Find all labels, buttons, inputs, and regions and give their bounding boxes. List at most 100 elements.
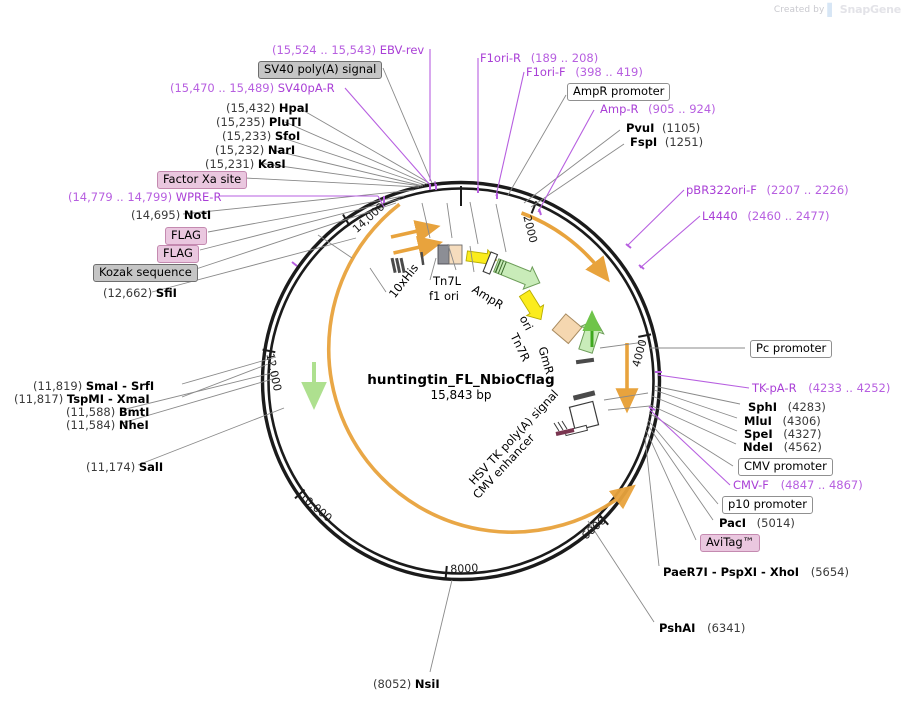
label-sali-name: SalI: [138, 460, 164, 474]
label-wpre-r-name: WPRE-R: [175, 190, 222, 204]
label-nari-pos: (15,232): [215, 143, 265, 157]
label-flag-1[interactable]: FLAG: [165, 227, 207, 245]
label-cmv-promoter[interactable]: CMV promoter: [738, 458, 833, 476]
label-sphi-pos: (4283): [787, 400, 826, 414]
label-fspi[interactable]: FspI (1251): [630, 136, 703, 149]
label-spei[interactable]: SpeI (4327): [744, 428, 822, 441]
orf-arcs: [326, 202, 639, 534]
label-ndei-pos: (4562): [783, 440, 822, 454]
label-amp-r[interactable]: Amp-R (905 .. 924): [600, 103, 716, 116]
label-pluti[interactable]: (15,235) PluTI: [216, 116, 302, 129]
label-ndei[interactable]: NdeI (4562): [743, 441, 822, 454]
label-f1ori-f-name: F1ori-F: [526, 65, 566, 79]
label-sv40pa-r-name: SV40pA-R: [277, 81, 335, 95]
label-pc-promoter[interactable]: Pc promoter: [750, 340, 833, 358]
label-hpai[interactable]: (15,432) HpaI: [226, 102, 309, 115]
label-sphi[interactable]: SphI (4283): [748, 401, 826, 414]
label-tspmi-xmai-name: TspMI - XmaI: [66, 392, 150, 406]
plasmid-name: huntingtin_FL_NbioCflag: [367, 372, 555, 388]
label-f1ori-f[interactable]: F1ori-F (398 .. 419): [526, 66, 643, 79]
label-tk-pa-r-name: TK-pA-R: [752, 381, 797, 395]
label-pshai-pos: (6341): [707, 621, 746, 635]
label-cmv-f[interactable]: CMV-F (4847 .. 4867): [733, 479, 863, 492]
feature-tn7r: [551, 313, 583, 345]
label-flag-2[interactable]: FLAG: [157, 245, 199, 263]
label-pbr322ori-f-range: (2207 .. 2226): [766, 183, 849, 197]
plasmid-title: huntingtin_FL_NbioCflag 15,843 bp: [367, 372, 555, 402]
label-pshai[interactable]: PshAI (6341): [659, 622, 745, 635]
label-wpre-r[interactable]: (14,779 .. 14,799) WPRE-R: [68, 191, 221, 204]
leader-lines-primer: [220, 49, 750, 486]
label-smai-srfi[interactable]: (11,819) SmaI - SrfI: [33, 380, 154, 393]
label-tspmi-xmai-pos: (11,817): [14, 392, 64, 406]
label-pluti-pos: (15,235): [216, 115, 266, 129]
label-paci-name: PacI: [719, 516, 746, 530]
label-nhei[interactable]: (11,584) NheI: [66, 419, 149, 432]
label-tspmi-xmai[interactable]: (11,817) TspMI - XmaI: [14, 393, 150, 406]
label-noti[interactable]: (14,695) NotI: [131, 209, 211, 222]
label-bmti-name: BmtI: [118, 405, 150, 419]
label-cmv-f-name: CMV-F: [733, 478, 769, 492]
ruler-ticks: [262, 186, 652, 579]
label-p10-promoter[interactable]: p10 promoter: [722, 496, 813, 514]
label-f1ori-r-name: F1ori-R: [480, 51, 522, 65]
feature-glyphs: [301, 244, 605, 437]
label-nhei-pos: (11,584): [66, 418, 116, 432]
label-pvui[interactable]: PvuI (1105): [626, 122, 700, 135]
label-smai-srfi-name: SmaI - SrfI: [85, 379, 155, 393]
label-sfii-name: SfiI: [155, 286, 177, 300]
label-avitag[interactable]: AviTag™: [700, 534, 761, 552]
label-kasi[interactable]: (15,231) KasI: [205, 158, 286, 171]
label-sv40-polya-signal[interactable]: SV40 poly(A) signal: [258, 61, 383, 79]
label-l4440[interactable]: L4440 (2460 .. 2477): [702, 210, 829, 223]
label-sv40pa-r-range: (15,470 .. 15,489): [170, 81, 275, 95]
label-pshai-name: PshAI: [659, 621, 696, 635]
label-f1ori-r[interactable]: F1ori-R (189 .. 208): [480, 52, 598, 65]
watermark-prefix: Created by: [773, 4, 825, 15]
label-mlui-name: MluI: [744, 414, 772, 428]
label-l4440-name: L4440: [702, 209, 738, 223]
label-ndei-name: NdeI: [743, 440, 773, 454]
label-ampr-promoter[interactable]: AmpR promoter: [567, 83, 671, 101]
feature-ampr-promoter-glyph: [482, 251, 499, 275]
leader-lines-gray: [121, 67, 745, 673]
label-ebv-rev-name: EBV-rev: [379, 43, 425, 57]
label-ebv-rev-range: (15,524 .. 15,543): [272, 43, 377, 57]
label-sfoi-name: SfoI: [274, 129, 301, 143]
label-nari[interactable]: (15,232) NarI: [215, 144, 295, 157]
label-sphi-name: SphI: [748, 400, 777, 414]
label-pvui-pos: (1105): [662, 121, 701, 135]
label-factor-xa-site[interactable]: Factor Xa site: [157, 171, 248, 189]
feature-ampr: [492, 258, 541, 291]
watermark-brand: SnapGene: [839, 3, 901, 16]
label-kozak-sequence[interactable]: Kozak sequence: [93, 264, 198, 282]
label-cmv-f-range: (4847 .. 4867): [780, 478, 863, 492]
label-sali[interactable]: (11,174) SalI: [86, 461, 163, 474]
label-nsii-name: NsiI: [414, 677, 440, 691]
snapgene-logo-icon: ▌: [827, 2, 837, 17]
label-paci-pos: (5014): [756, 516, 795, 530]
label-sfii[interactable]: (12,662) SfiI: [103, 287, 177, 300]
label-tk-pa-r[interactable]: TK-pA-R (4233 .. 4252): [752, 382, 890, 395]
label-nsii[interactable]: (8052) NsiI: [373, 678, 440, 691]
feature-tn7l: [437, 244, 463, 265]
label-smai-srfi-pos: (11,819): [33, 379, 83, 393]
label-pluti-name: PluTI: [268, 115, 302, 129]
label-sv40pa-r[interactable]: (15,470 .. 15,489) SV40pA-R: [170, 82, 335, 95]
label-mlui[interactable]: MluI (4306): [744, 415, 821, 428]
primer-ticks: [291, 184, 662, 411]
label-paci[interactable]: PacI (5014): [719, 517, 795, 530]
label-pvui-name: PvuI: [626, 121, 655, 135]
label-f1ori-r-range: (189 .. 208): [530, 51, 599, 65]
label-sfoi[interactable]: (15,233) SfoI: [222, 130, 300, 143]
label-pbr322ori-f[interactable]: pBR322ori-F (2207 .. 2226): [686, 184, 849, 197]
label-paer7i-pspxi-xhoi[interactable]: PaeR7I - PspXI - XhoI (5654): [663, 566, 849, 579]
label-sfii-pos: (12,662): [103, 286, 153, 300]
label-amp-r-name: Amp-R: [600, 102, 639, 116]
label-nsii-pos: (8052): [373, 677, 412, 691]
label-nhei-name: NheI: [118, 418, 149, 432]
snapgene-watermark: Created by ▌ SnapGene: [774, 3, 901, 16]
label-ebv-rev[interactable]: (15,524 .. 15,543) EBV-rev: [272, 44, 424, 57]
label-bmti[interactable]: (11,588) BmtI: [66, 406, 149, 419]
